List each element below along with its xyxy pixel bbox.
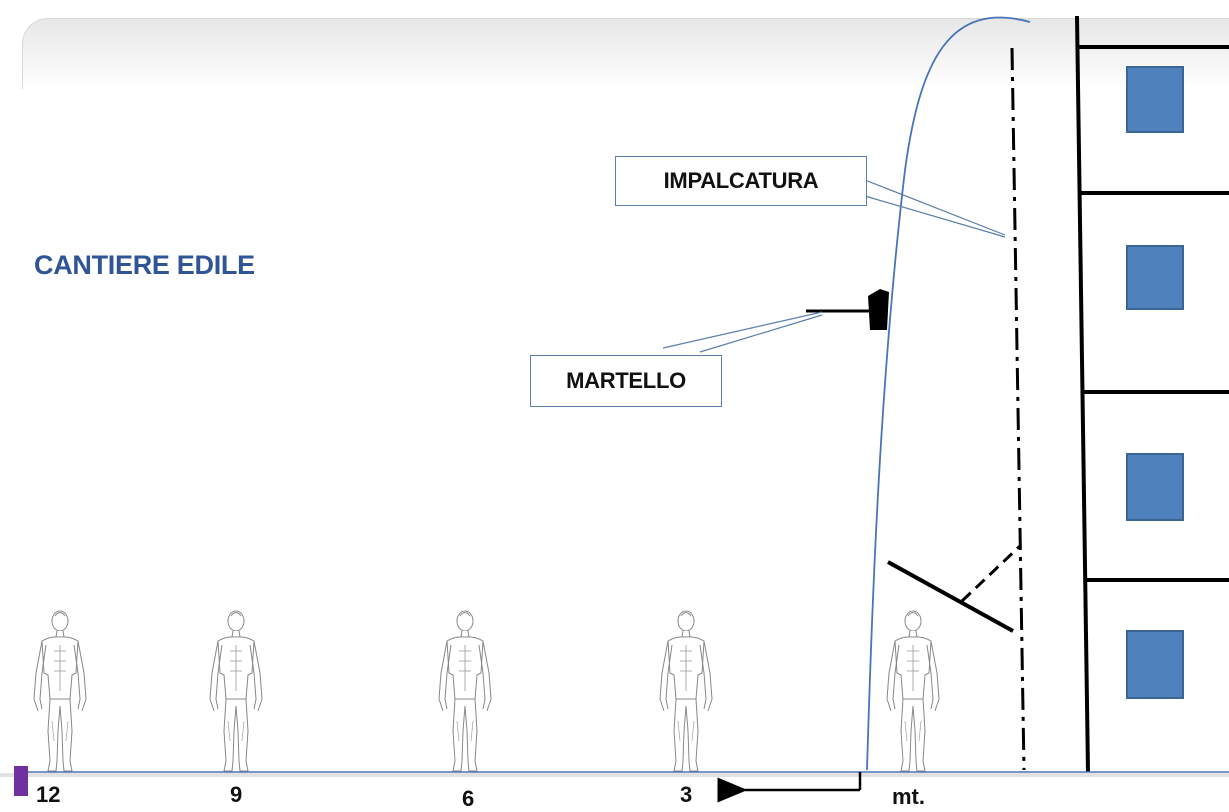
scale-tick: 3	[680, 782, 693, 807]
building-facade-icon	[1075, 15, 1229, 773]
standing-human-figure-icon	[438, 610, 492, 772]
standing-human-figure-icon	[33, 610, 87, 772]
scale-marker	[14, 766, 28, 796]
scaffold-line	[1010, 47, 1026, 771]
window-3	[1126, 453, 1184, 521]
scaffold-leader	[864, 179, 1006, 238]
standing-human-figure-icon	[659, 610, 713, 772]
window-2	[1126, 245, 1184, 310]
hammer-callout: MARTELLO	[530, 355, 722, 407]
standing-human-figure-icon	[886, 610, 940, 772]
scaffold-callout: IMPALCATURA	[615, 156, 867, 206]
standing-human-figure-icon	[209, 610, 263, 772]
scale-unit: mt.	[892, 784, 925, 809]
hammer-label: MARTELLO	[566, 368, 686, 393]
slide-title: CANTIERE EDILE	[34, 250, 255, 280]
scaffold-label: IMPALCATURA	[663, 168, 819, 193]
trajectory-curve	[866, 16, 1031, 771]
protective-canopy	[887, 544, 1022, 633]
distance-arrow	[717, 772, 862, 803]
scale-tick: 9	[230, 782, 243, 807]
window-1	[1126, 66, 1184, 133]
hammer-icon	[806, 289, 889, 330]
scale-tick: 12	[36, 782, 61, 807]
scale-tick: 6	[462, 786, 475, 811]
ground-shadow	[0, 773, 1229, 777]
title-band	[22, 18, 1229, 89]
window-4	[1126, 630, 1184, 699]
hammer-leader	[662, 311, 823, 353]
